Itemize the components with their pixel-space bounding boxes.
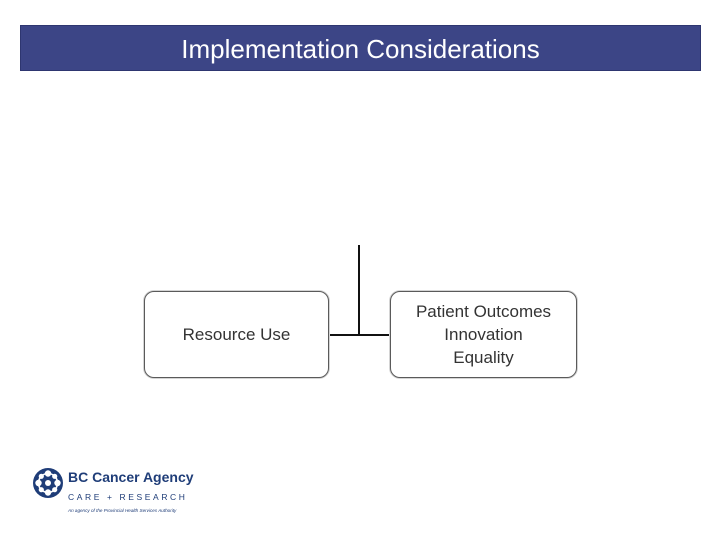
slide-title: Implementation Considerations — [181, 34, 540, 64]
outcomes-line-1: Patient Outcomes — [415, 302, 552, 321]
bc-cancer-agency-logo: BC Cancer Agency CARE + RESEARCH An agen… — [32, 467, 212, 519]
resource-use-label: Resource Use — [182, 325, 291, 344]
outcomes-line-2: Innovation — [444, 325, 523, 344]
outcomes-box: Patient Outcomes Innovation Equality — [390, 291, 577, 378]
title-bar: Implementation Considerations — [20, 25, 701, 71]
logo-name: BC Cancer Agency — [68, 469, 194, 485]
bc-cancer-agency-emblem-icon — [33, 468, 63, 498]
resource-use-box: Resource Use — [144, 291, 329, 378]
logo-tagline: CARE + RESEARCH — [68, 492, 188, 502]
logo-subtext: An agency of the Provincial Health Servi… — [68, 508, 177, 513]
outcomes-line-3: Equality — [453, 348, 514, 367]
